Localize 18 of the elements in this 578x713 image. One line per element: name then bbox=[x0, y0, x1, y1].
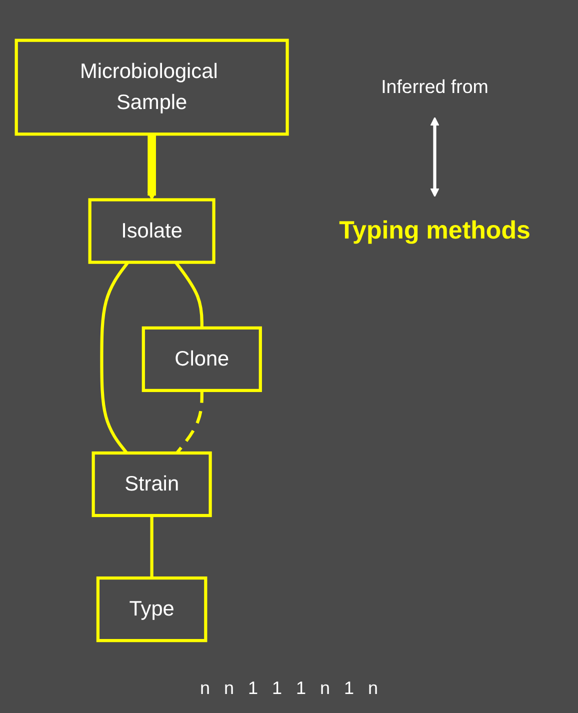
cardinality-label: n bbox=[368, 678, 378, 699]
node-text: Typing methods bbox=[339, 216, 530, 244]
cardinality-label: 1 bbox=[296, 678, 306, 699]
cardinality-label: 1 bbox=[248, 678, 258, 699]
cardinality-label: n bbox=[200, 678, 210, 699]
arrow bbox=[147, 134, 156, 200]
node-text: Inferred from bbox=[381, 76, 488, 97]
cardinality-label: 1 bbox=[344, 678, 354, 699]
cardinality-label: n bbox=[224, 678, 234, 699]
node-box: Strain bbox=[92, 450, 212, 517]
node-box: Type bbox=[96, 576, 208, 642]
node-box: Microbiological Sample bbox=[14, 38, 289, 136]
cardinality-label: n bbox=[320, 678, 330, 699]
node-box: Clone bbox=[142, 326, 262, 392]
node-box: Isolate bbox=[88, 198, 216, 264]
arrow bbox=[430, 116, 440, 197]
connector bbox=[150, 515, 154, 578]
cardinality-label: 1 bbox=[272, 678, 282, 699]
